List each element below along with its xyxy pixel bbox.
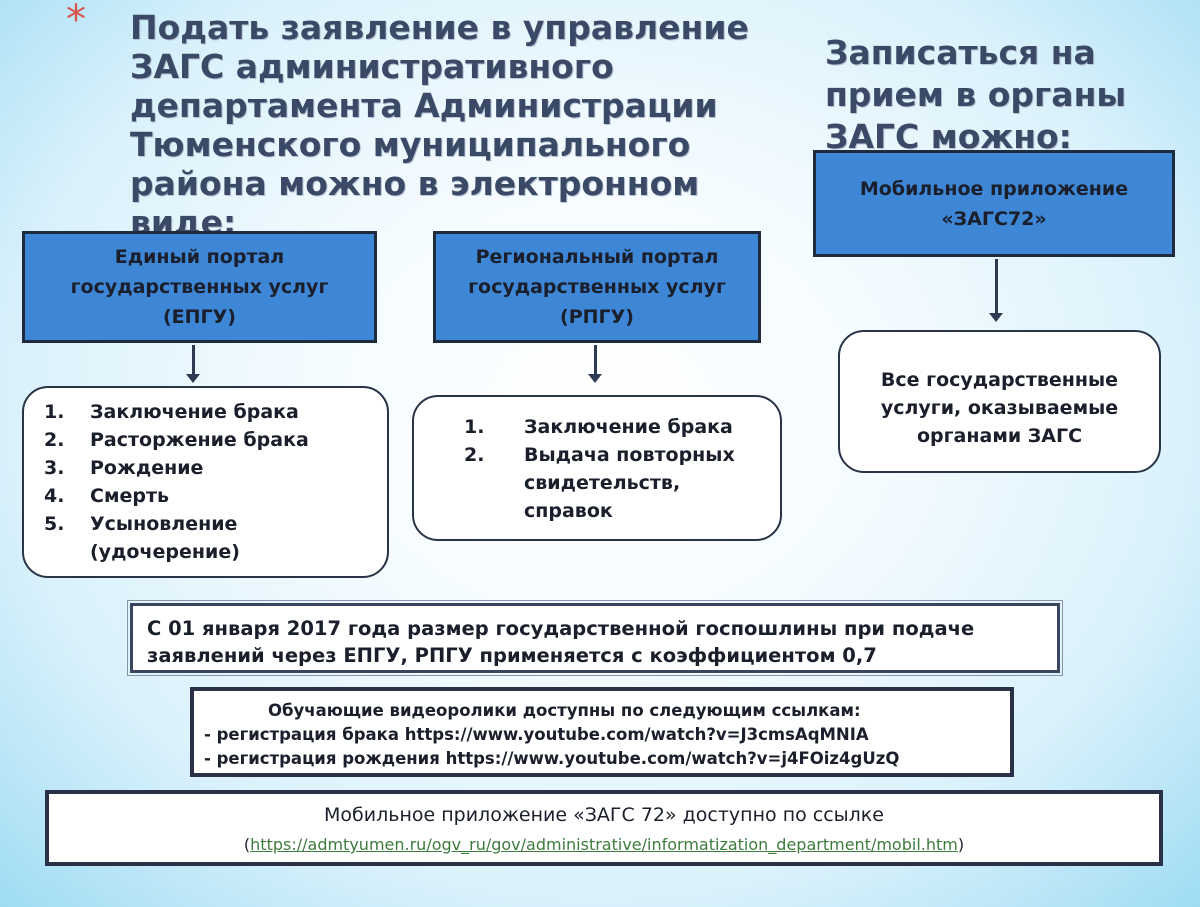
- list-item: 5.Усыновление (удочерение): [44, 513, 240, 563]
- close-paren: ): [957, 835, 965, 854]
- mobile-services-text: Все государственные услуги, оказываемые …: [880, 369, 1119, 447]
- epgu-services-box: 1.Заключение брака 2.Расторжение брака 3…: [22, 386, 389, 578]
- open-paren: (: [243, 835, 251, 854]
- videos-heading: Обучающие видеоролики доступны по следую…: [268, 701, 861, 720]
- list-item: 2.Расторжение брака: [44, 429, 309, 451]
- asterisk-mark: *: [66, 0, 86, 43]
- video-link-birth[interactable]: - регистрация рождения https://www.youtu…: [204, 749, 900, 768]
- training-videos-box: Обучающие видеоролики доступны по следую…: [190, 687, 1014, 777]
- app-link-text: Мобильное приложение «ЗАГС 72» доступно …: [324, 804, 884, 826]
- mobile-services-box: Все государственные услуги, оказываемые …: [838, 330, 1161, 473]
- fee-notice: С 01 января 2017 года размер государстве…: [127, 600, 1063, 676]
- rpgu-box-title: Региональный портал государственных услу…: [468, 246, 726, 328]
- fee-notice-text: С 01 января 2017 года размер государстве…: [147, 617, 975, 667]
- list-item: 2.Выдача повторных свидетельств, справок: [464, 444, 735, 522]
- appointment-title: Записаться на прием в органы ЗАГС можно:: [825, 33, 1127, 156]
- down-arrow-icon: [989, 259, 1003, 322]
- app-link-box: Мобильное приложение «ЗАГС 72» доступно …: [45, 790, 1163, 866]
- down-arrow-icon: [588, 345, 602, 383]
- rpgu-services-box: 1.Заключение брака 2.Выдача повторных св…: [412, 395, 782, 541]
- epgu-services-list: 1.Заключение брака 2.Расторжение брака 3…: [44, 398, 373, 566]
- rpgu-box: Региональный портал государственных услу…: [433, 231, 761, 343]
- epgu-box: Единый портал государственных услуг (ЕПГ…: [22, 231, 377, 343]
- video-link-marriage[interactable]: - регистрация брака https://www.youtube.…: [204, 725, 869, 744]
- mobile-app-box: Мобильное приложение «ЗАГС72»: [813, 150, 1175, 257]
- app-download-link[interactable]: https://admtyumen.ru/ogv_ru/gov/administ…: [250, 835, 958, 854]
- list-item: 4.Смерть: [44, 485, 169, 507]
- rpgu-services-list: 1.Заключение брака 2.Выдача повторных св…: [464, 413, 766, 525]
- epgu-box-title: Единый портал государственных услуг (ЕПГ…: [70, 246, 329, 328]
- list-item: 1.Заключение брака: [464, 416, 733, 438]
- list-item: 1.Заключение брака: [44, 401, 299, 423]
- mobile-app-box-title: Мобильное приложение «ЗАГС72»: [859, 177, 1129, 230]
- down-arrow-icon: [186, 345, 200, 383]
- list-item: 3.Рождение: [44, 457, 204, 479]
- page-title: Подать заявление в управление ЗАГС админ…: [130, 8, 749, 242]
